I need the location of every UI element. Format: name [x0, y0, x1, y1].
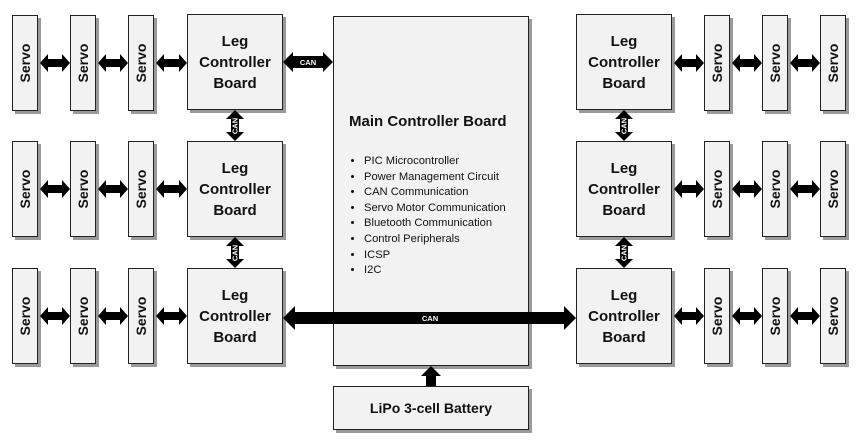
can-arrow-right-vertical-2: [615, 237, 633, 268]
servo-link-arrow: [674, 180, 704, 198]
servo-link-arrow: [40, 54, 70, 72]
servo-left-2-3: Servo: [128, 141, 154, 237]
feature-item: Power Management Circuit: [364, 170, 506, 186]
servo-left-3-2: Servo: [70, 268, 96, 364]
feature-item: Control Peripherals: [364, 232, 506, 248]
can-label: CAN: [620, 245, 629, 261]
can-label: CAN: [300, 58, 316, 67]
servo-right-2-1: Servo: [704, 141, 730, 237]
servo-link-arrow: [732, 307, 762, 325]
servo-link-arrow: [98, 180, 128, 198]
leg-controller-board-left-2: Leg Controller Board: [187, 141, 283, 237]
servo-right-3-3: Servo: [820, 268, 846, 364]
battery-label: LiPo 3-cell Battery: [369, 400, 493, 416]
servo-link-arrow: [732, 54, 762, 72]
servo-link-arrow: [156, 307, 187, 325]
can-label: CAN: [231, 245, 240, 261]
servo-right-1-3: Servo: [820, 15, 846, 111]
servo-right-2-3: Servo: [820, 141, 846, 237]
can-bus-arrow-bottom: [283, 306, 576, 330]
main-board-title: Main Controller Board: [349, 113, 507, 130]
leg-board-label: Leg Controller Board: [588, 159, 660, 219]
leg-board-label: Leg Controller Board: [588, 32, 660, 92]
servo-link-arrow: [790, 307, 820, 325]
leg-controller-board-right-3: Leg Controller Board: [576, 268, 672, 364]
feature-item: CAN Communication: [364, 185, 506, 201]
leg-board-label: Leg Controller Board: [588, 286, 660, 346]
leg-board-label: Leg Controller Board: [199, 286, 271, 346]
can-label: CAN: [620, 118, 629, 134]
servo-left-3-1: Servo: [12, 268, 38, 364]
main-controller-board: Main Controller Board PIC Microcontrolle…: [333, 16, 529, 366]
servo-link-arrow: [40, 180, 70, 198]
battery-power-arrow: [421, 366, 441, 386]
feature-item: PIC Microcontroller: [364, 154, 506, 170]
servo-link-arrow: [98, 54, 128, 72]
servo-left-1-2: Servo: [70, 15, 96, 111]
servo-right-1-1: Servo: [704, 15, 730, 111]
servo-right-3-2: Servo: [762, 268, 788, 364]
leg-board-label: Leg Controller Board: [199, 159, 271, 219]
can-arrow-left-vertical-2: [226, 237, 244, 268]
leg-board-label: Leg Controller Board: [199, 32, 271, 92]
leg-controller-board-right-1: Leg Controller Board: [576, 14, 672, 110]
leg-controller-board-left-1: Leg Controller Board: [187, 14, 283, 110]
can-arrow-right-vertical-1: [615, 110, 633, 141]
servo-link-arrow: [790, 180, 820, 198]
servo-link-arrow: [674, 54, 704, 72]
servo-left-2-1: Servo: [12, 141, 38, 237]
servo-right-3-1: Servo: [704, 268, 730, 364]
can-label: CAN: [231, 118, 240, 134]
servo-left-1-3: Servo: [128, 15, 154, 111]
feature-item: I2C: [364, 263, 506, 279]
servo-link-arrow: [40, 307, 70, 325]
servo-link-arrow: [156, 54, 187, 72]
servo-right-2-2: Servo: [762, 141, 788, 237]
servo-left-1-1: Servo: [12, 15, 38, 111]
feature-item: Bluetooth Communication: [364, 216, 506, 232]
servo-link-arrow: [790, 54, 820, 72]
can-arrow-left-top: [283, 52, 333, 72]
feature-item: Servo Motor Communication: [364, 201, 506, 217]
feature-item: ICSP: [364, 248, 506, 264]
servo-link-arrow: [674, 307, 704, 325]
can-label: CAN: [422, 314, 438, 323]
leg-controller-board-left-3: Leg Controller Board: [187, 268, 283, 364]
servo-left-2-2: Servo: [70, 141, 96, 237]
servo-right-1-2: Servo: [762, 15, 788, 111]
servo-link-arrow: [98, 307, 128, 325]
can-arrow-left-vertical-1: [226, 110, 244, 141]
servo-left-3-3: Servo: [128, 268, 154, 364]
leg-controller-board-right-2: Leg Controller Board: [576, 141, 672, 237]
lipo-battery-box: LiPo 3-cell Battery: [333, 386, 529, 430]
servo-link-arrow: [156, 180, 187, 198]
main-board-feature-list: PIC Microcontroller Power Management Cir…: [336, 154, 506, 279]
servo-link-arrow: [732, 180, 762, 198]
